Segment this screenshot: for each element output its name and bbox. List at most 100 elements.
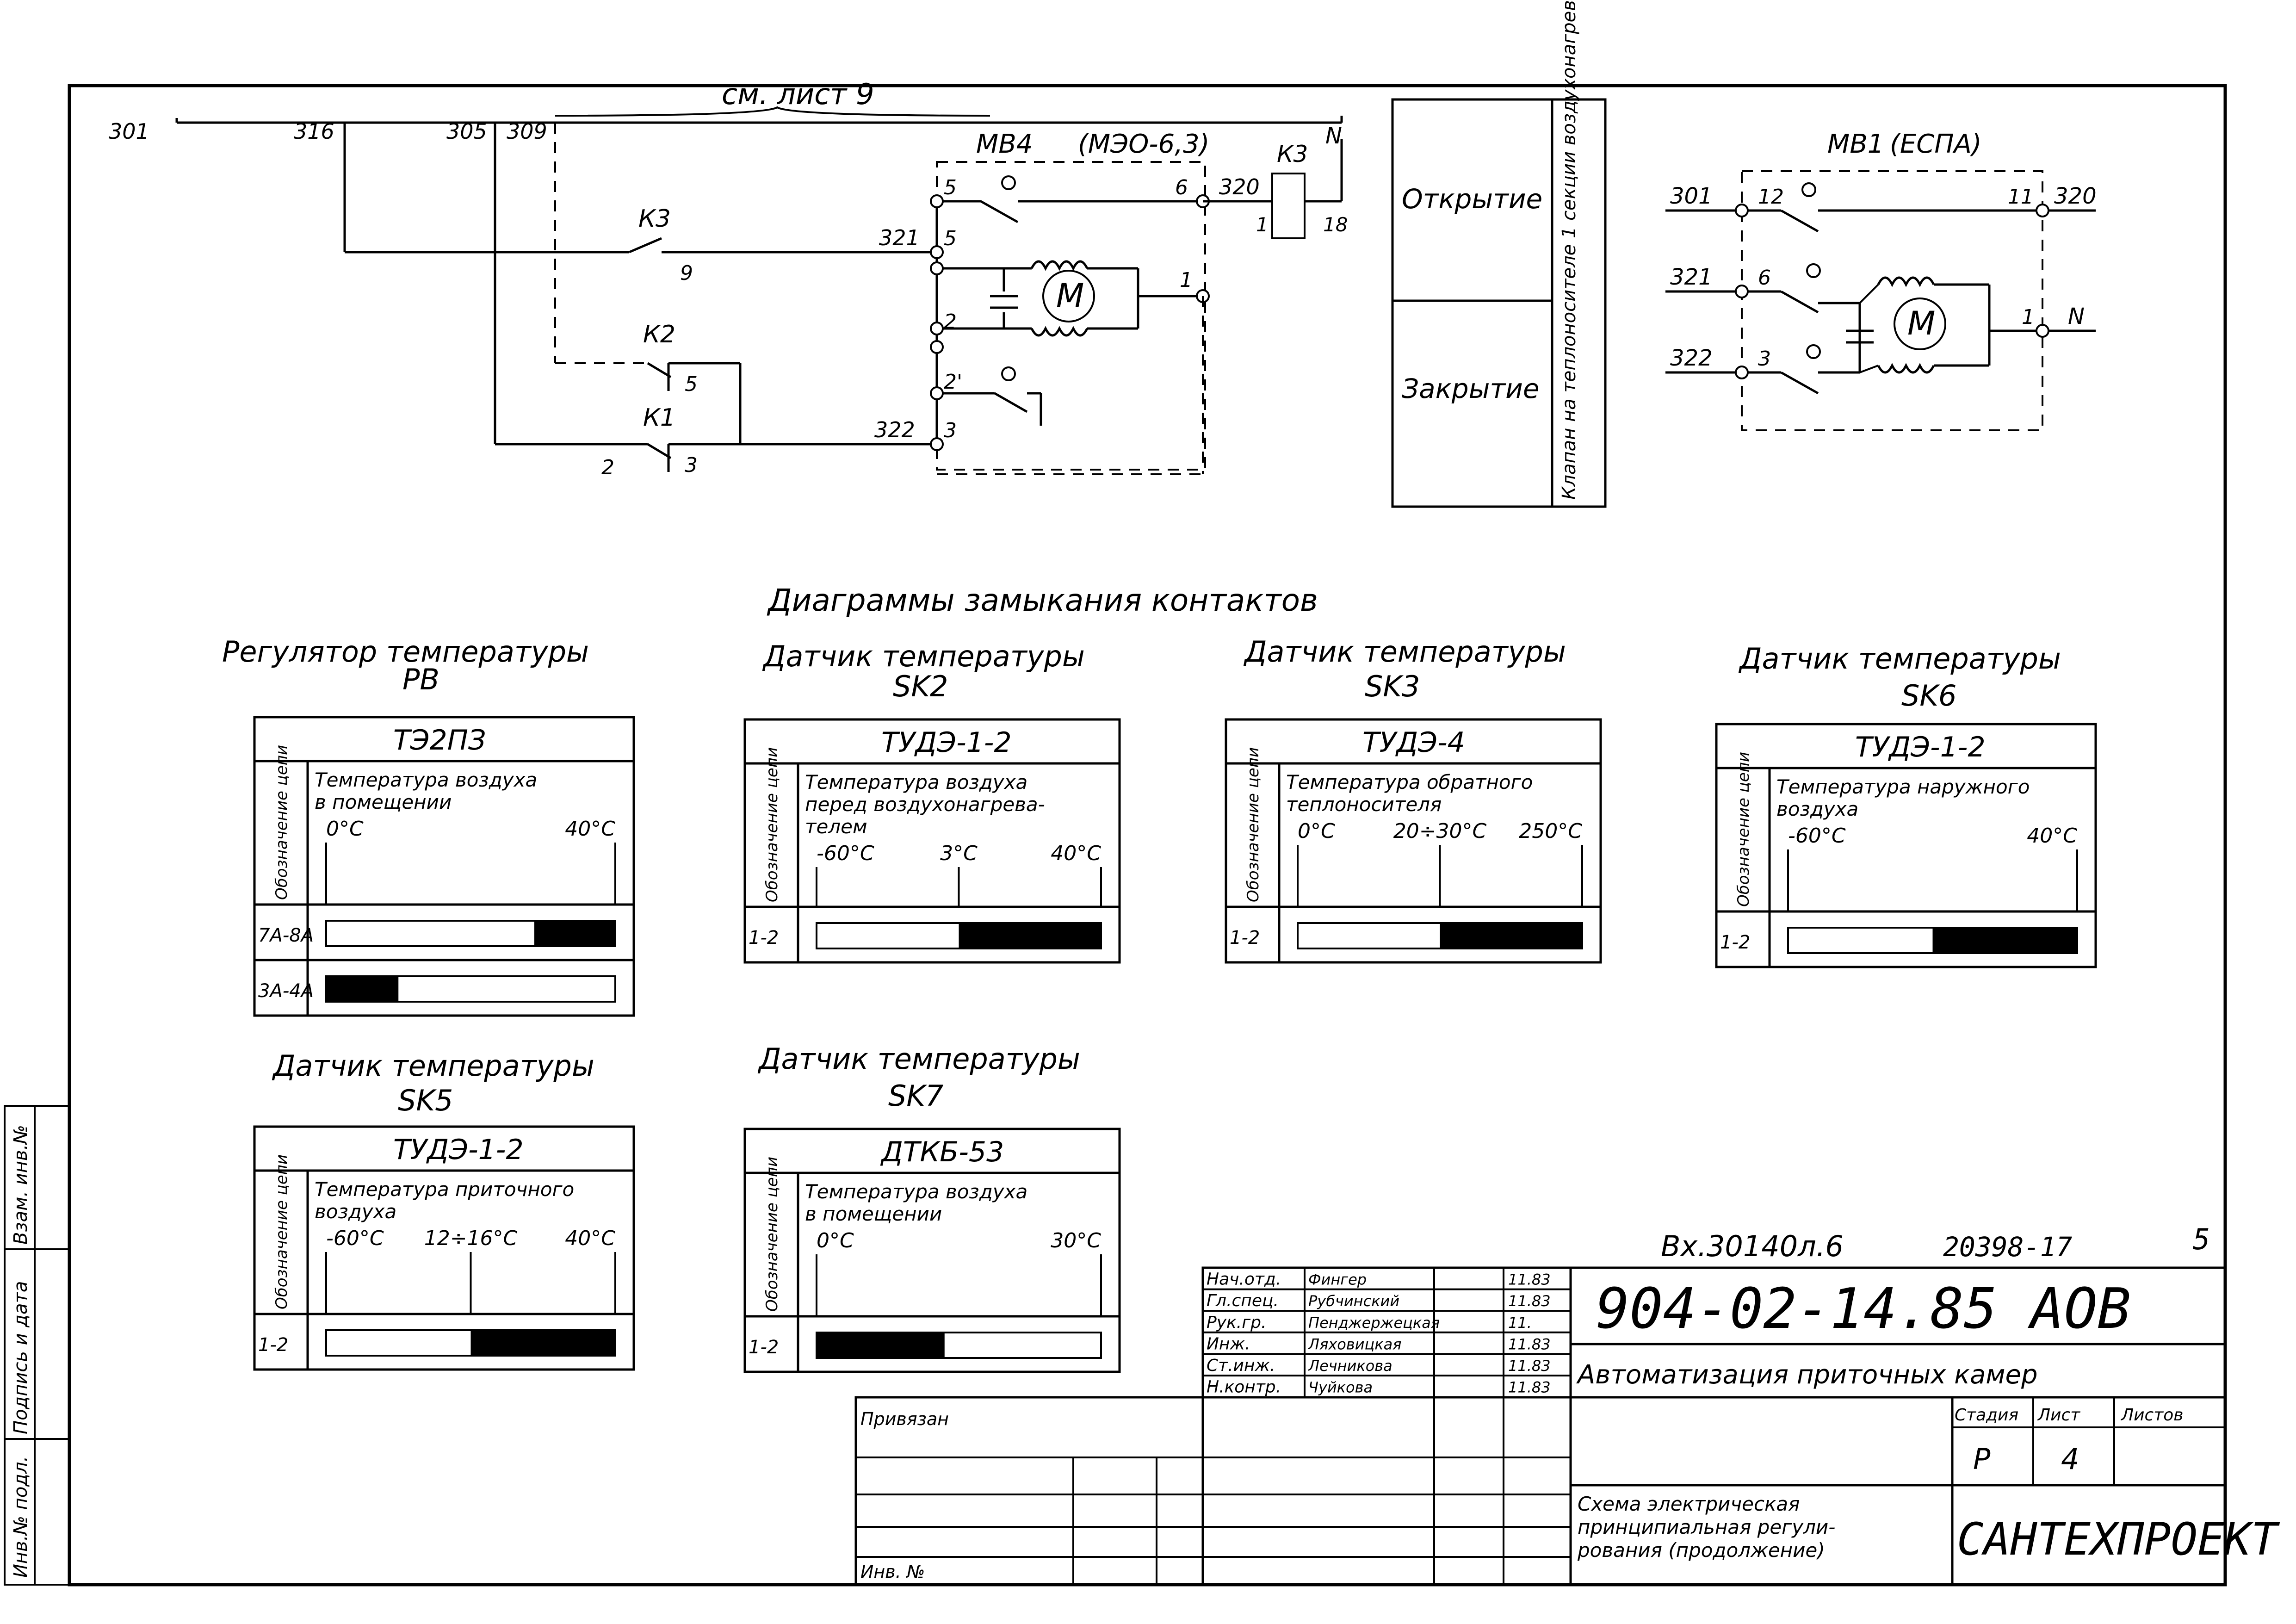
diagram-device-code: SK6 (1901, 679, 1956, 713)
sign-name: Ляховицкая (1308, 1335, 1401, 1353)
mb4-type: (МЭО-6,3) (1078, 129, 1209, 159)
diagram-heading: Датчик температуры (1738, 642, 2061, 676)
column-header: Обозначение цепи (272, 745, 291, 900)
diagram-model: ТУДЭ-1-2 (393, 1134, 524, 1166)
limit-switch-close (994, 392, 1028, 413)
winding-top (1030, 260, 1089, 271)
mb4-label: МВ4 (976, 129, 1033, 159)
contact-closed-band (817, 1333, 945, 1358)
mb1-wire-321: 321 (1670, 264, 1713, 290)
k3-contact-label: К3 (638, 205, 671, 233)
bound-label: Привязан (860, 1409, 949, 1429)
diagram-frame (743, 718, 1121, 964)
scale-label: 40°С (565, 817, 615, 841)
diagram-frame (253, 716, 635, 1017)
mb4-term-3: 3 (944, 419, 957, 442)
mb4-term-2: 2 (944, 310, 957, 334)
diagram-heading: Датчик температуры (1243, 635, 1566, 669)
wire-320: 320 (1219, 174, 1260, 199)
limit-switch-open (980, 200, 1019, 223)
mb1-term-3: 3 (1758, 347, 1771, 371)
diagram-model: ТУДЭ-1-2 (1855, 731, 1986, 763)
sign-role: Инж. (1207, 1334, 1250, 1353)
diagram-device-code: SK2 (893, 669, 948, 703)
contact-closed-band (470, 1330, 615, 1356)
circuit-label: 7А-8А (258, 925, 314, 946)
diagram-heading: Датчик температуры (762, 639, 1085, 673)
mb1-schematic: МВ1 (ЕСПА) 301 12 11 320 321 6 322 3 М (1665, 129, 2097, 431)
diagrams-title: Диаграммы замыкания контактов (767, 583, 1318, 618)
diagram-1: Датчик температурыSK2ТУДЭ-1-2Обозначение… (743, 639, 1121, 964)
side-label-inv: Инв.№ подл. (10, 1456, 31, 1578)
scale-label: -60°С (326, 1227, 384, 1250)
sign-role: Рук.гр. (1207, 1313, 1266, 1332)
diagram-description: в помещении (315, 791, 452, 813)
relay-k3-coil (1271, 173, 1306, 239)
contact-diagrams: Регулятор температурыРВТЭ2ПЗОбозначение … (222, 635, 2097, 1373)
sheets-header: Листов (2120, 1406, 2183, 1425)
ref-brace (555, 106, 990, 117)
diagram-model: ТУДЭ-1-2 (881, 726, 1012, 759)
mb4-term-1: 1 (1180, 268, 1193, 292)
wire-9: 9 (680, 261, 693, 285)
diagram-description: перед воздухонагрева- (805, 793, 1045, 816)
diagram-frame (1225, 718, 1602, 964)
project-code: 904-02-14.85 АОВ (1596, 1277, 2131, 1341)
control-schematic: см. лист 9 301 316 305 309 К3 9 К2 5 К1 … (109, 77, 1348, 479)
contact-closed-band (1440, 923, 1582, 948)
inv-label: Инв. № (860, 1562, 925, 1582)
k3-contact (629, 237, 662, 254)
wire-322: 322 (874, 417, 915, 442)
wire-3-k1: 3 (685, 453, 698, 477)
column-header: Обозначение цепи (272, 1154, 291, 1309)
sign-date: 11.83 (1508, 1335, 1551, 1353)
wire-305: 305 (446, 119, 487, 144)
diagram-device-code: РВ (402, 663, 439, 696)
scale-label: 20÷30°С (1393, 819, 1487, 843)
circuit-label: 1-2 (749, 1337, 779, 1358)
contact-closed-band (959, 923, 1101, 948)
sign-role: Н.контр. (1207, 1378, 1281, 1397)
relay-term-1: 1 (1256, 213, 1269, 236)
contact-closed-band (1932, 928, 2077, 953)
column-header: Обозначение цепи (1244, 747, 1262, 902)
circuit-label: 1-2 (1230, 927, 1260, 948)
scale-label: 40°С (565, 1227, 615, 1250)
scale-label: 40°С (2027, 824, 2077, 848)
diagram-frame (253, 1125, 635, 1371)
circuit-label: 1-2 (749, 927, 779, 948)
scale-label: 12÷16°С (424, 1227, 518, 1250)
diagram-model: ТЭ2ПЗ (393, 724, 486, 756)
organization: САНТЕХПРОЕКТ (1957, 1513, 2280, 1565)
diagram-model: ТУДЭ-4 (1362, 726, 1465, 759)
diagram-device-code: SK3 (1365, 669, 1420, 703)
scale-label: 40°С (1051, 842, 1101, 865)
func-open: Открытие (1402, 183, 1542, 215)
func-vertical-label: Клапан на теплоносителе 1 секции воздухо… (1559, 0, 1580, 500)
ref-top: см. лист 9 (722, 77, 874, 111)
motor-mb1 (1894, 298, 1946, 350)
sign-role: Гл.спец. (1207, 1291, 1279, 1310)
mb1-type: (ЕСПА) (1890, 129, 1982, 159)
sheet-header: Лист (2037, 1406, 2080, 1425)
diagram-description: воздуха (315, 1200, 396, 1223)
project-title: Автоматизация приточных камер (1576, 1360, 2038, 1390)
title-block: Вх.30140л.6 20398-17 5 904-02-14.85 АОВ … (854, 1222, 2280, 1586)
sign-name: Рубчинский (1308, 1292, 1399, 1310)
handwritten-ref: Вх.30140л.6 (1661, 1229, 1844, 1263)
relay-term-18: 18 (1323, 213, 1348, 236)
wire-309: 309 (507, 119, 547, 144)
sign-date: 11.83 (1508, 1292, 1551, 1310)
diagram-0: Регулятор температурыРВТЭ2ПЗОбозначение … (222, 635, 635, 1017)
diagram-description: Температура обратного (1286, 771, 1533, 793)
diagram-5: Датчик температурыSK7ДТКБ-53Обозначение … (743, 1042, 1121, 1373)
diagram-description: телем (805, 815, 867, 838)
mb1-wire-322: 322 (1670, 345, 1713, 371)
scale-label: -60°С (1788, 824, 1846, 848)
sign-name: Лечникова (1308, 1357, 1392, 1375)
relay-k3-label: К3 (1277, 141, 1308, 167)
mb1-term-1: 1 (2022, 305, 2035, 329)
scale-label: 0°С (326, 817, 364, 841)
wire-5-k2: 5 (685, 372, 698, 396)
